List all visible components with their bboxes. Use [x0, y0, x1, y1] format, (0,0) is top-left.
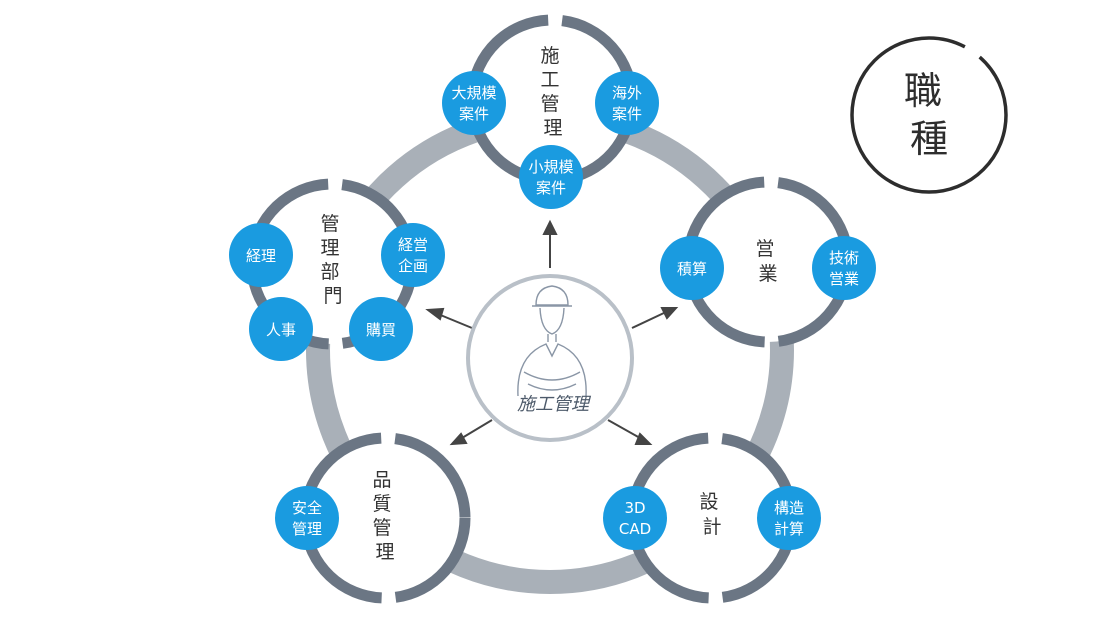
bubble-corporate-planning: 経営企画: [381, 223, 445, 287]
node-bottom-left-label: 品 質 管 理: [372, 469, 397, 563]
svg-text:職 種: 職 種: [904, 69, 954, 161]
svg-text:購買: 購買: [366, 321, 396, 339]
bubble-technical-sales: 技術営業: [812, 236, 876, 300]
center-label: 施工管理: [517, 394, 592, 415]
bubble-estimating: 積算: [660, 236, 724, 300]
node-left-label: 管 理 部 門: [320, 213, 345, 307]
node-left: 管 理 部 門 経理 経営企画 人事 購買: [229, 178, 445, 361]
svg-text:積算: 積算: [677, 260, 707, 278]
center-node: 施工管理: [466, 274, 634, 442]
svg-text:安全管理: 安全管理: [292, 499, 322, 538]
svg-text:経理: 経理: [246, 247, 276, 265]
bubble-purchasing: 購買: [349, 297, 413, 361]
bubble-overseas-projects: 海外案件: [595, 71, 659, 135]
node-top-label: 施 工 管 理: [540, 45, 565, 139]
bubble-structural-calculation: 構造計算: [757, 486, 821, 550]
arrow-bottom-right: [607, 419, 653, 445]
badge-line-1: 職: [904, 69, 942, 113]
bubble-small-projects: 小規模案件: [519, 145, 583, 209]
bubble-human-resources: 人事: [249, 297, 313, 361]
job-type-badge: 職 種: [850, 36, 1008, 194]
svg-text:大規模案件: 大規模案件: [451, 84, 496, 123]
arrow-left: [425, 307, 473, 329]
arrow-bottom-left: [449, 419, 493, 446]
node-right-label: 営 業: [755, 238, 780, 285]
node-bottom-left: 品 質 管 理 安全管理: [275, 432, 471, 604]
svg-text:人事: 人事: [266, 321, 296, 339]
arrows: [425, 219, 679, 446]
arrow-top: [542, 219, 558, 268]
node-right: 営 業 積算 技術営業: [660, 176, 876, 348]
bubble-safety-management: 安全管理: [275, 486, 339, 550]
bubble-accounting: 経理: [229, 223, 293, 287]
bubble-large-projects: 大規模案件: [442, 71, 506, 135]
svg-text:海外案件: 海外案件: [612, 84, 642, 123]
svg-text:経営企画: 経営企画: [398, 236, 428, 275]
node-top: 施 工 管 理 大規模案件 海外案件 小規模案件: [442, 14, 659, 209]
svg-text:構造計算: 構造計算: [774, 499, 804, 538]
badge-line-2: 種: [910, 117, 948, 161]
arrow-right: [631, 307, 679, 329]
node-bottom-right-label: 設 計: [699, 491, 724, 538]
worker-icon: [517, 285, 587, 397]
svg-text:技術営業: 技術営業: [829, 249, 859, 288]
svg-text:小規模案件: 小規模案件: [528, 158, 573, 197]
